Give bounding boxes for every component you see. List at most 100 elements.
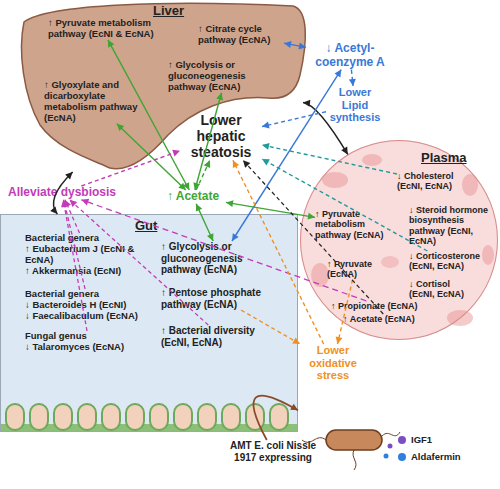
arrow-head: [308, 213, 315, 220]
connector: [349, 70, 356, 86]
flagellum: [382, 432, 400, 436]
legend-item: Aldafermin: [398, 451, 461, 462]
label-text: ↑ Glycolysis or gluconeogenesis pathway …: [168, 60, 284, 93]
gut-box: GutBacterial genera↑ Eubacterium J (EcNI…: [0, 214, 298, 432]
arrow-head: [262, 143, 270, 150]
outcome-label: Lower hepatic steatosis: [180, 112, 262, 160]
arrow-head: [61, 200, 68, 208]
metabolite-label: ↓ Cortisol (EcNI, EcNA): [409, 279, 475, 300]
label-text: ↑ Citrate cycle pathway (EcNA): [198, 24, 284, 46]
blood-cell: [482, 245, 494, 265]
arrow-head: [50, 206, 57, 214]
pathway-label: ↑ Pentose phosphate pathway (EcNA): [161, 287, 281, 310]
label-text: ↑ Glyoxylate and dicarboxylate metabolis…: [44, 80, 144, 124]
group-heading: Bacterial genera: [25, 289, 153, 300]
label-text: ↑ Bacterial diversity (EcNI, EcNA): [161, 325, 281, 348]
pathway-label: ↑ Glyoxylate and dicarboxylate metabolis…: [44, 80, 144, 124]
label-text: ↓ Cortisol (EcNI, EcNA): [409, 279, 475, 300]
region-title: Plasma: [421, 150, 467, 165]
label-text: Lower oxidative stress: [300, 344, 366, 382]
legend-item: IGF1: [398, 434, 461, 445]
blood-cell: [362, 154, 382, 166]
pathway-label: ↑ Glycolysis or gluconeogenesis pathway …: [161, 241, 281, 276]
metabolite-label: ↑ Acetate (EcNA): [343, 314, 433, 324]
arrow-head: [70, 200, 78, 207]
label-text: ↓ Bacteroides H (EcNI): [25, 300, 153, 311]
legend-swatch: [398, 453, 406, 461]
protein-dot: [384, 454, 389, 459]
connector: [262, 112, 326, 129]
metabolite-label: ↓ Acetyl-coenzyme A: [306, 42, 394, 70]
connector-line: [196, 160, 210, 190]
flagellum: [353, 450, 356, 470]
arrow-head: [243, 160, 250, 168]
label-text: ↑ Acetate (EcNA): [343, 314, 433, 324]
blood-cell: [381, 256, 399, 268]
arrow-head: [336, 336, 343, 344]
arrow-head: [81, 199, 89, 206]
label-text: AMT E. coli Nissle 1917 expressing: [226, 440, 320, 463]
label-text: ↑ Pentose phosphate pathway (EcNA): [161, 287, 281, 310]
arrow-head: [178, 183, 185, 190]
connector-line: [262, 145, 397, 174]
blood-cell: [462, 174, 478, 196]
effect-label: Lower oxidative stress: [300, 344, 366, 382]
connector-line: [303, 102, 348, 154]
arrow-head: [65, 172, 72, 179]
metabolite-label: ↓ Corticosterone (EcNI, EcNA): [409, 251, 483, 272]
pathway-label: ↑ Citrate cycle pathway (EcNA): [198, 24, 284, 46]
region-title: Liver: [153, 3, 184, 18]
legend-swatch: [398, 436, 406, 444]
label-text: ↓ Acetyl-coenzyme A: [306, 42, 394, 70]
plasma-fill: [300, 140, 498, 340]
connector-line: [337, 280, 352, 344]
plasma-circle: Plasma ↓ Cholesterol (EcNI, EcNA) ↑ Pyruva…: [300, 140, 498, 340]
label-text: ↑ Eubacterium J (EcNI & EcNA): [25, 244, 153, 266]
connector: [262, 143, 397, 174]
pathway-label: ↑ Pyruvate metabolism pathway (EcNI & Ec…: [48, 18, 156, 40]
label-text: ↓ Steroid hormone biosynthesis pathway (…: [409, 205, 491, 246]
legend-text: Aldafermin: [411, 451, 461, 462]
arrow-head: [193, 182, 200, 190]
blood-cell: [447, 310, 473, 326]
connector: [336, 280, 353, 344]
label-text: ↓ Corticosterone (EcNI, EcNA): [409, 251, 483, 272]
arrow-head: [262, 159, 270, 165]
bacterium-body: [326, 430, 382, 450]
label-text: ↓ Talaromyces (EcNA): [25, 342, 153, 353]
label-text: ↑ Akkermansia (EcNI): [25, 266, 153, 277]
taxa-group: Bacterial genera↓ Bacteroides H (EcNI)↓ …: [25, 289, 153, 322]
label-text: ↑ Propionate (EcNA): [331, 301, 431, 311]
label-text: ↑ Pyruvate (EcNA): [327, 259, 383, 280]
group-heading: Bacterial genera: [25, 233, 153, 244]
legend: IGF1Aldafermin: [398, 434, 461, 468]
metabolite-label: ↑ Pyruvate (EcNA): [327, 259, 383, 280]
group-heading: Fungal genus: [25, 331, 153, 342]
connector: [303, 100, 348, 155]
arrow-head: [196, 204, 202, 212]
blood-cell: [322, 172, 348, 188]
label-text: Lower hepatic steatosis: [180, 112, 262, 160]
label-text: ↑ Glycolysis or gluconeogenesis pathway …: [161, 241, 281, 276]
metabolite-label: ↑ Acetate: [160, 190, 226, 204]
connector: [196, 160, 210, 190]
arrow-head: [233, 160, 239, 168]
arrow-head: [226, 200, 233, 207]
label-text: Lower Lipid synthesis: [326, 86, 384, 124]
arrow-head: [62, 200, 69, 208]
blood-cell: [311, 263, 329, 287]
label-text: ↓ Cholesterol (EcNI, EcNA): [397, 171, 465, 192]
region-title: Gut: [135, 218, 157, 233]
arrow-head: [262, 122, 270, 129]
label-text: ↑ Acetate: [160, 190, 226, 204]
metabolite-label: ↑ Propionate (EcNA): [331, 301, 431, 311]
metabolite-label: ↓ Cholesterol (EcNI, EcNA): [397, 171, 465, 192]
liver-organ: Liver↑ Pyruvate metabolism pathway (EcNI…: [18, 0, 303, 172]
arrow-head: [334, 70, 341, 78]
arrow-head: [303, 100, 310, 107]
arrow-head: [341, 147, 348, 155]
arrow-head: [65, 200, 71, 208]
effect-label: Alleviate dysbiosis: [6, 186, 118, 200]
taxa-group: Fungal genus↓ Talaromyces (EcNA): [25, 331, 153, 353]
